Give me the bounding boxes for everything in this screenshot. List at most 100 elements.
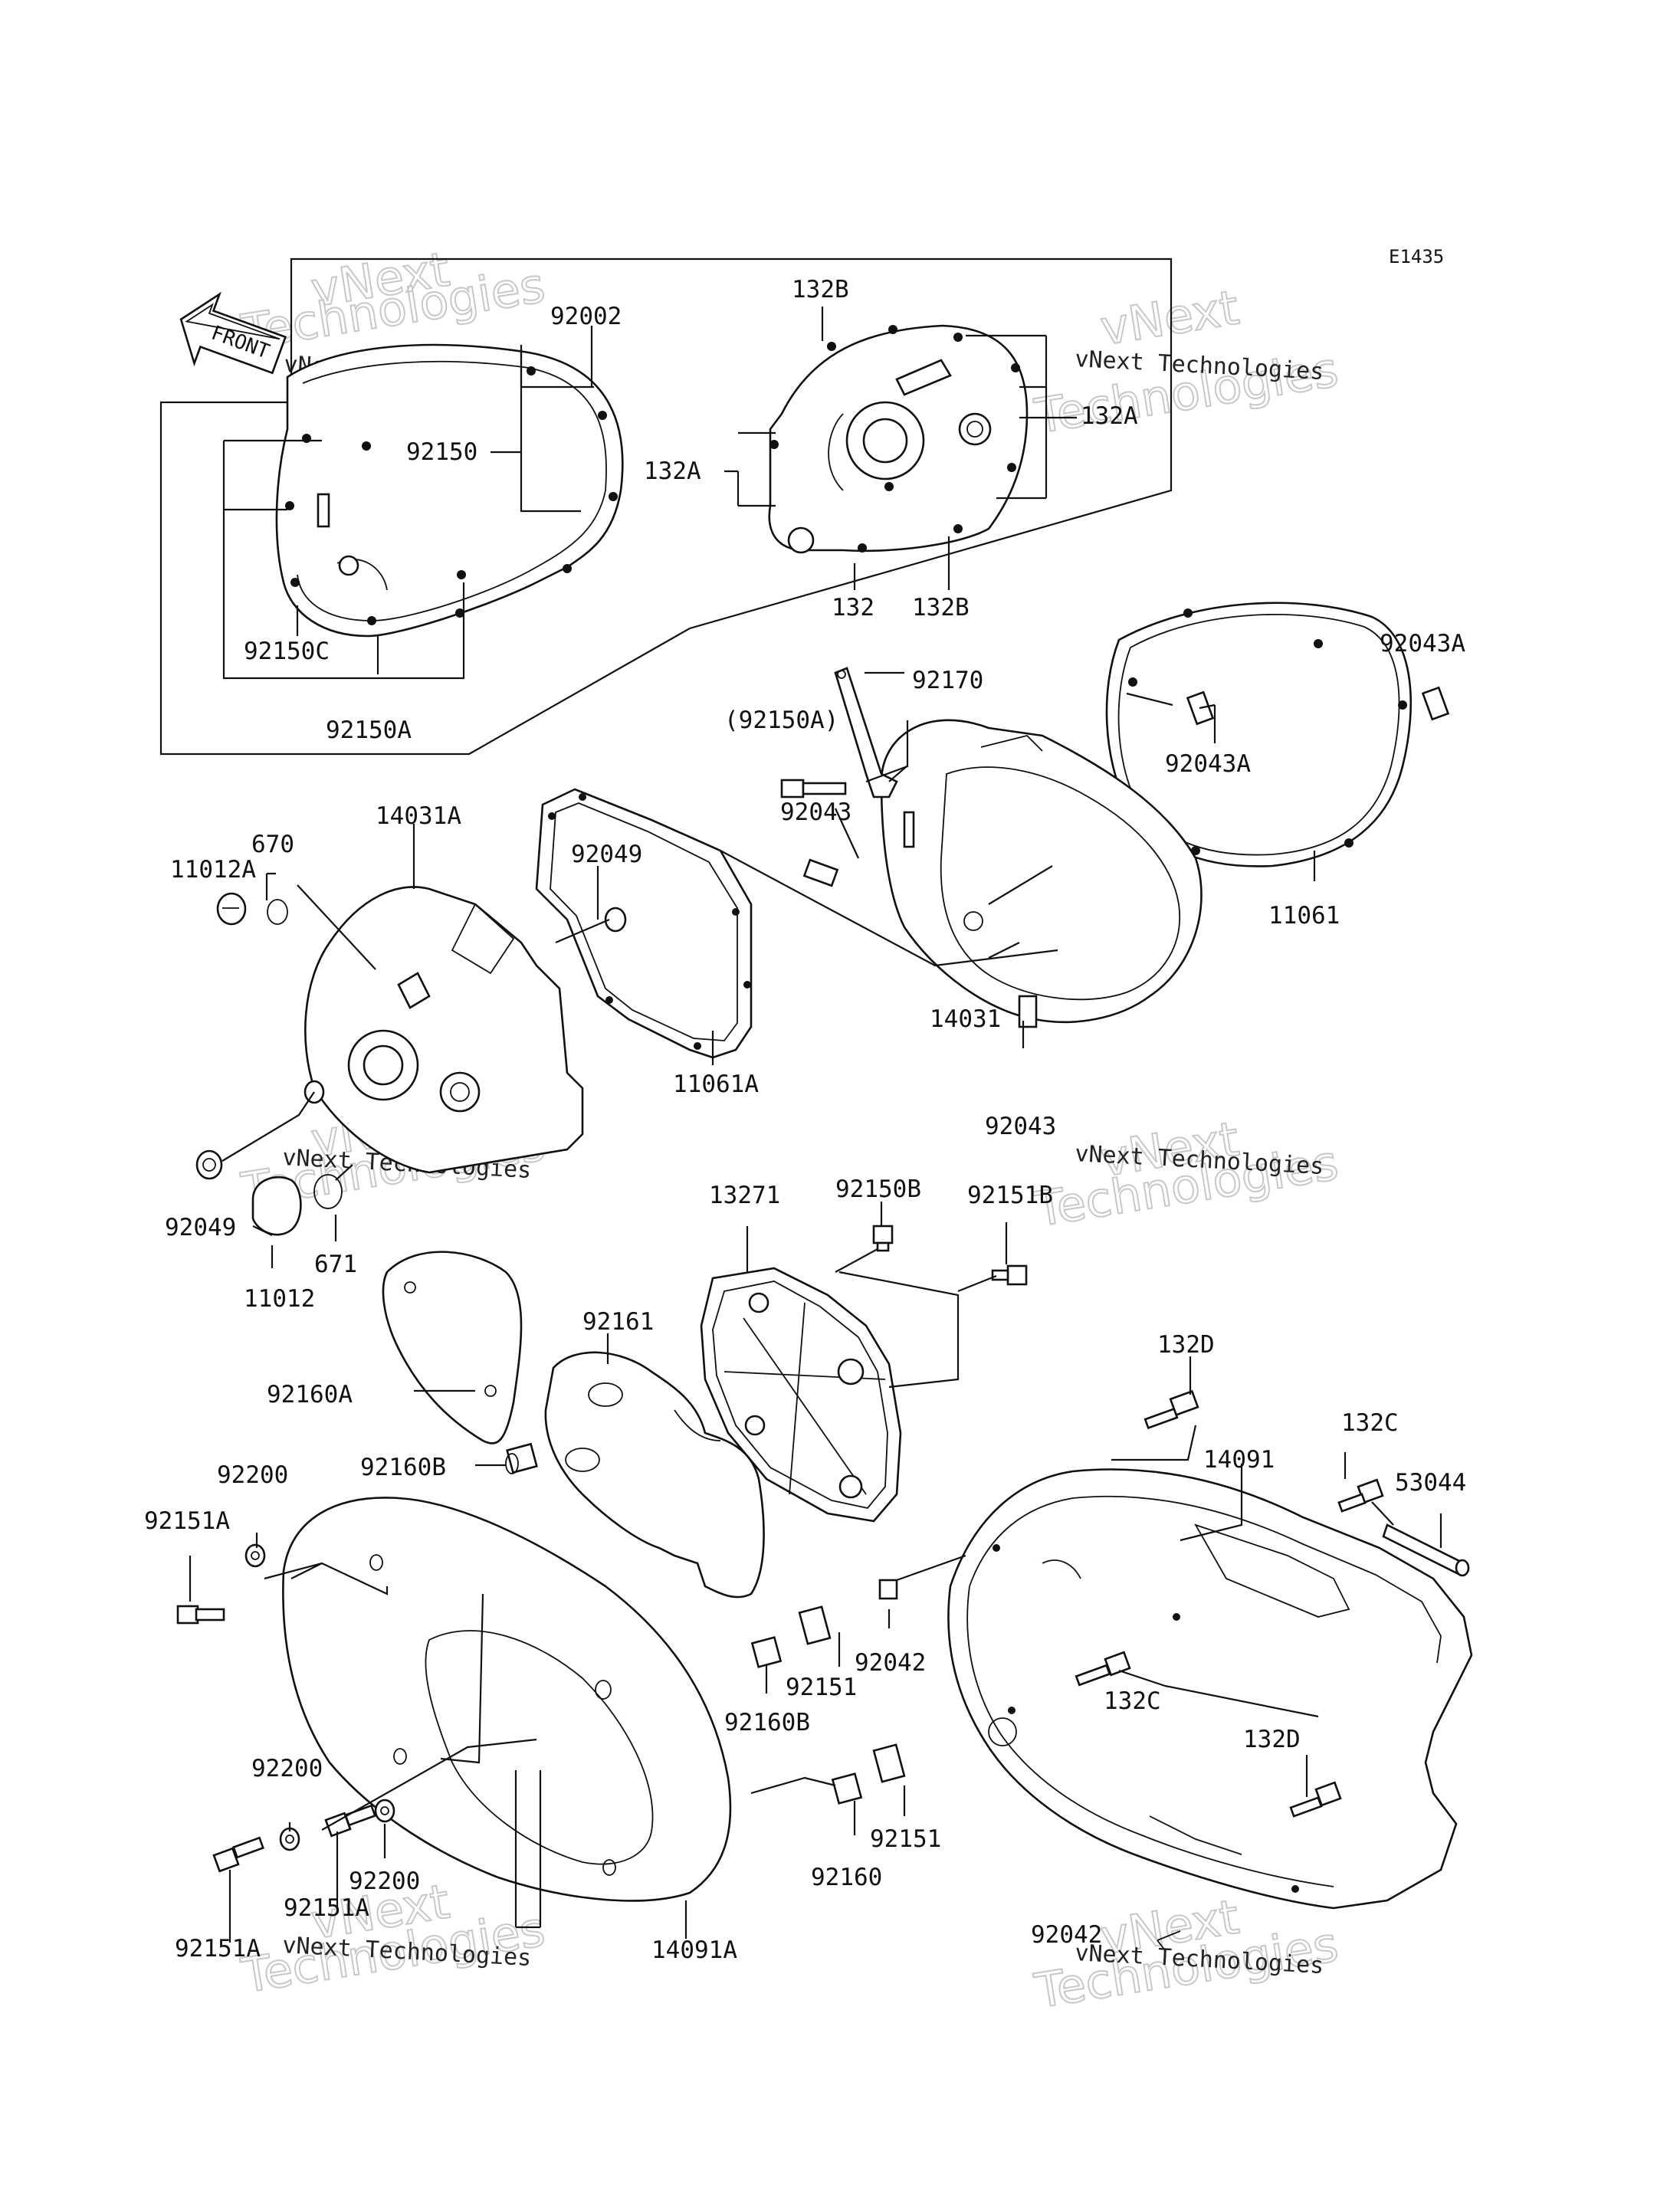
leader-lines [189,307,1442,1943]
plug-11012a [216,892,247,926]
label-53044: 53044 [1395,1469,1466,1497]
label-92151a: 92151A [175,1935,261,1963]
label-92042: 92042 [855,1649,926,1677]
washer-92200 [244,1543,266,1568]
label-132d: 132D [1243,1726,1301,1753]
label-92160b: 92160B [724,1709,810,1736]
label-132c: 132C [1341,1409,1399,1437]
label-92200: 92200 [251,1755,323,1782]
plate-13271 [700,1267,902,1523]
label-14031a: 14031A [376,802,461,830]
insulator-92160a [382,1251,523,1444]
gasket-92002 [275,343,624,638]
label-132: 132 [832,594,874,621]
dowel-92043 [1018,995,1038,1028]
bolt-92151b [991,1264,1028,1286]
o-ring-671 [313,1174,343,1209]
label-132b: 132B [792,276,849,303]
label-92161: 92161 [582,1308,654,1336]
label-92150b: 92150B [835,1176,921,1203]
label-132b: 132B [912,594,970,621]
part-labels: 92002 132B 92150 132A 132A 92150C 132 13… [144,276,1466,1964]
label-92151a: 92151A [144,1507,230,1535]
diagram-code: E1435 [1389,246,1444,267]
outer-cover-14091a [282,1497,732,1902]
washer-92200 [279,1827,300,1851]
watermark-vnext: vNext [1097,279,1242,356]
bolt-132c [1075,1651,1131,1687]
label-92049: 92049 [165,1214,236,1241]
label-14031: 14031 [930,1005,1001,1033]
front-arrow-icon: FRONT [179,291,287,375]
bolt-92151a [212,1836,264,1873]
seal-92049 [604,907,627,933]
pin-53044 [1382,1523,1470,1577]
label-92160a: 92160A [267,1381,353,1408]
label-92043: 92043 [985,1113,1056,1140]
subassembly-frame [159,257,1173,756]
label-92151b: 92151B [967,1182,1053,1209]
label-92151a: 92151A [284,1894,369,1922]
label-11061a: 11061A [673,1071,759,1098]
cover-14031 [880,719,1203,1024]
spacer-92160b [750,1636,783,1668]
gasket-11061a [535,788,753,1059]
label-92160b: 92160B [360,1454,446,1481]
bolt-92151a [324,1804,376,1838]
spacer-92151 [872,1743,906,1783]
spacer-92160 [831,1772,863,1805]
dowel-92043a [1421,686,1450,721]
label-92002: 92002 [550,303,622,330]
spacer-92151 [798,1605,832,1645]
watermark: Technologies vNext vNext Technologies [1030,1110,1343,1238]
cover-132 [768,324,1029,554]
bolt-92042 [1157,1930,1181,1951]
bolt-92151a [176,1605,225,1625]
watermark: Technologies vNext vNext Technologies [1030,278,1343,445]
label-92150c: 92150C [244,638,330,665]
label-671: 671 [314,1251,357,1278]
seal-92049 [195,1149,223,1180]
spacer-92160b [505,1442,538,1474]
label-132d: 132D [1157,1331,1215,1359]
label-14091: 14091 [1203,1446,1275,1474]
label-92043a: 92043A [1165,750,1251,778]
label-92049: 92049 [571,841,642,868]
label-11012: 11012 [244,1285,315,1313]
label-11012a: 11012A [170,856,256,884]
label-92200: 92200 [217,1461,288,1489]
o-ring-670 [267,899,288,925]
label-92150: 92150 [406,438,477,466]
label-132c: 132C [1104,1687,1161,1715]
bolt-132d [1144,1389,1199,1430]
bracket-92170 [834,667,898,798]
label-14091a: 14091A [651,1936,737,1964]
label-92042: 92042 [1031,1921,1102,1949]
bolt-92150a [780,779,847,798]
insulator-92161 [544,1351,765,1599]
label-92170: 92170 [912,667,983,694]
dowel-92042 [878,1579,898,1600]
watermark: Technologies vNext vNext Technologies [1030,1887,1343,2020]
bolt-92150b [872,1225,894,1252]
label-92200: 92200 [349,1867,420,1895]
cover-14031a [304,886,584,1174]
label-11061: 11061 [1268,902,1340,930]
label-92150a-bracket: (92150A) [724,707,838,734]
label-92150a: 92150A [326,716,412,744]
label-13271: 13271 [709,1182,780,1209]
label-670: 670 [251,831,294,858]
washer-92200 [374,1799,395,1823]
label-92043: 92043 [780,798,851,826]
plug-11012 [251,1176,302,1236]
label-92160: 92160 [811,1864,882,1891]
label-132a: 132A [644,457,701,485]
label-132a: 132A [1081,402,1138,430]
label-92151: 92151 [786,1674,857,1701]
bolt-132d [1289,1781,1342,1818]
label-92151: 92151 [870,1825,941,1853]
bolt-132c [1337,1478,1384,1513]
label-92043a: 92043A [1380,630,1465,657]
dowel-92043 [802,858,839,887]
